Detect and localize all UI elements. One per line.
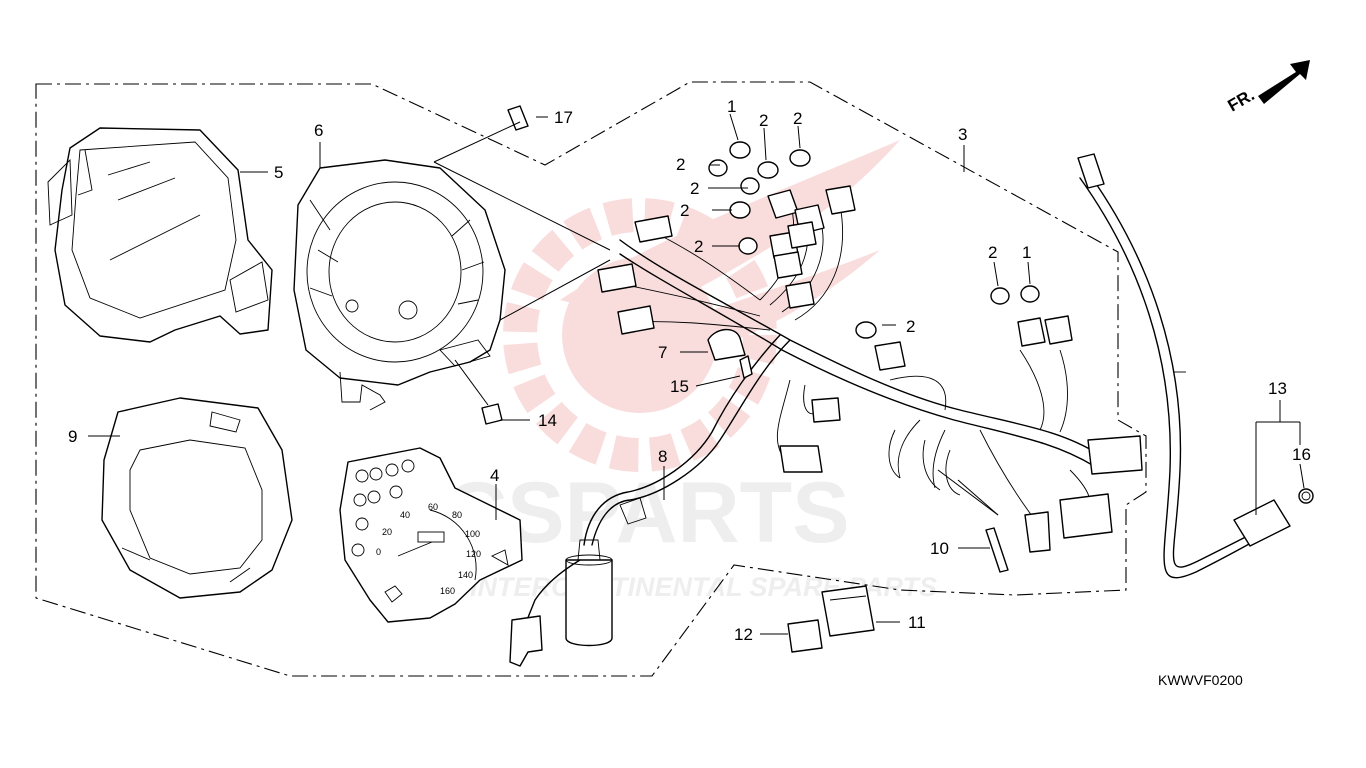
callout-2-c: 2 bbox=[676, 155, 685, 174]
callout-labels: 1 2 2 2 2 2 2 2 1 2 3 4 5 6 7 8 9 10 11 … bbox=[68, 97, 1311, 644]
callout-2-a: 2 bbox=[759, 111, 768, 130]
front-label: FR. bbox=[1225, 85, 1258, 115]
speedo-scale-120: 120 bbox=[466, 549, 481, 559]
bulb-1-b bbox=[1020, 285, 1040, 303]
speedo-scale-40: 40 bbox=[400, 510, 410, 520]
bulb-2-h bbox=[855, 321, 877, 339]
speedo-scale-140: 140 bbox=[458, 570, 473, 580]
callout-13: 13 bbox=[1268, 379, 1287, 398]
bulb-2-d bbox=[740, 177, 760, 195]
part-3-wire-harness bbox=[597, 185, 1143, 553]
callout-5: 5 bbox=[274, 163, 283, 182]
callout-1-b: 1 bbox=[1022, 243, 1031, 262]
callout-2-b: 2 bbox=[793, 109, 802, 128]
part-4-speedometer-dial: 0 20 40 60 80 100 120 140 160 bbox=[339, 447, 523, 623]
speedo-scale-80: 80 bbox=[452, 510, 462, 520]
bulb-2-a bbox=[757, 161, 779, 179]
front-arrow-icon bbox=[1258, 60, 1310, 104]
part-7-clamp bbox=[707, 328, 746, 361]
speedo-scale-100: 100 bbox=[465, 529, 480, 539]
callout-12: 12 bbox=[734, 625, 753, 644]
callout-8: 8 bbox=[658, 447, 667, 466]
part-bulbs bbox=[708, 141, 1040, 339]
callout-4: 4 bbox=[490, 466, 499, 485]
callout-1-a: 1 bbox=[727, 97, 736, 116]
callout-9: 9 bbox=[68, 427, 77, 446]
assembly-boundary bbox=[35, 81, 1147, 677]
callout-2-f: 2 bbox=[694, 237, 703, 256]
bulb-2-c bbox=[708, 159, 728, 177]
bulb-2-b bbox=[789, 149, 811, 167]
part-9-meter-panel bbox=[101, 397, 293, 599]
callout-16: 16 bbox=[1292, 445, 1311, 464]
part-12-rubber bbox=[787, 619, 823, 653]
bulb-2-e bbox=[729, 201, 751, 219]
callout-2-e: 2 bbox=[680, 201, 689, 220]
part-10-screw bbox=[985, 527, 1009, 573]
callout-15: 15 bbox=[670, 377, 689, 396]
part-16-ring bbox=[1298, 488, 1314, 504]
diagram-code: KWWVF0200 bbox=[1158, 672, 1243, 688]
part-15-screw bbox=[739, 355, 753, 379]
callout-2-d: 2 bbox=[690, 179, 699, 198]
callout-3: 3 bbox=[958, 125, 967, 144]
callout-10: 10 bbox=[930, 539, 949, 558]
part-17-screw bbox=[507, 105, 529, 131]
callout-11: 11 bbox=[908, 613, 926, 632]
part-14-screw bbox=[481, 403, 503, 425]
part-8-fuel-unit bbox=[509, 334, 791, 667]
speedo-scale-0: 0 bbox=[376, 547, 381, 557]
callout-2-g: 2 bbox=[988, 243, 997, 262]
callout-7: 7 bbox=[658, 343, 667, 362]
callout-6: 6 bbox=[314, 121, 323, 140]
leader-lines bbox=[88, 113, 1305, 635]
part-13-speedometer-cable bbox=[1077, 153, 1291, 579]
bulb-2-f bbox=[738, 237, 758, 255]
callout-2-h: 2 bbox=[906, 317, 915, 336]
part-6-meter-case bbox=[293, 159, 506, 411]
speedo-scale-20: 20 bbox=[382, 527, 392, 537]
callout-14: 14 bbox=[538, 411, 557, 430]
callout-17: 17 bbox=[554, 108, 573, 127]
speedo-scale-60: 60 bbox=[428, 502, 438, 512]
part-5-meter-visor bbox=[47, 127, 273, 343]
speedo-scale-160: 160 bbox=[440, 586, 455, 596]
bulb-2-g bbox=[990, 287, 1010, 305]
bulb-1-a bbox=[729, 141, 751, 159]
part-11-rubber bbox=[821, 585, 875, 637]
front-direction-indicator: FR. bbox=[1225, 60, 1310, 115]
